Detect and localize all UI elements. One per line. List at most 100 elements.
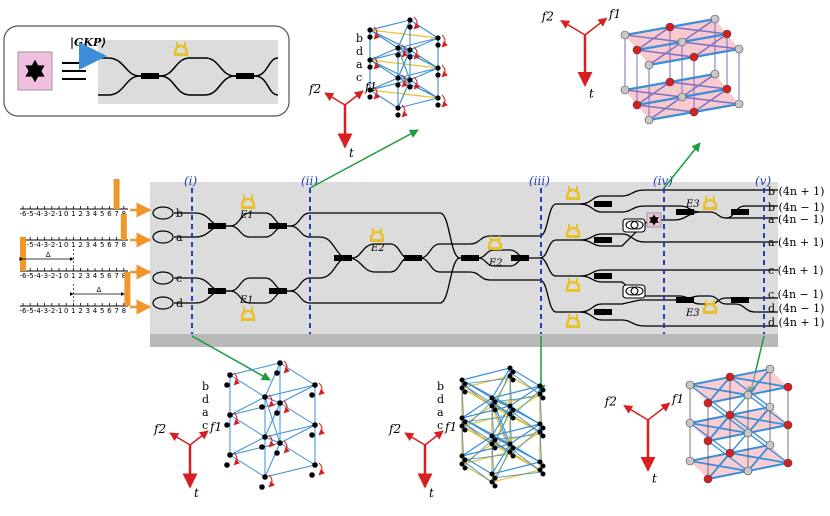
lattice-node: [367, 94, 373, 100]
chip-edge: [150, 333, 778, 347]
f2-axis-label: f2: [541, 10, 554, 24]
input-arrows: [130, 202, 152, 315]
lattice-edge: [461, 459, 495, 485]
lattice-edge: [461, 397, 493, 419]
lattice-node: [685, 456, 695, 466]
timeline-tick-label: 1: [71, 307, 75, 315]
lattice-edge: [409, 79, 439, 99]
lattice-edge: [707, 376, 731, 404]
lattice-node: [632, 100, 642, 110]
lattice-mode-label: b: [437, 380, 444, 393]
lattice-labels-top: b d a c: [356, 32, 363, 84]
lattice-node: [395, 75, 401, 81]
timeline-tick-label: 1: [71, 272, 75, 280]
timeline-tick-label: -1: [56, 241, 63, 249]
timeline-tick-label: 0: [64, 307, 68, 315]
lattice-node: [722, 84, 732, 94]
lattice-edge: [264, 402, 281, 438]
lattice-node: [435, 95, 441, 101]
lattice-stage-iii: [459, 365, 546, 489]
lattice-node: [462, 381, 468, 387]
lattice-node: [540, 395, 546, 401]
timeline-tick-label: 5: [100, 241, 104, 249]
lattice-edge: [624, 80, 671, 92]
stage-lines: [191, 188, 765, 334]
lattice-edge: [707, 394, 749, 404]
lattice-edge: [397, 37, 439, 49]
lattice-node: [312, 462, 318, 468]
lattice-edge: [681, 32, 728, 44]
lattice-edge: [491, 423, 541, 437]
time-shift-arrow: [268, 434, 275, 448]
lattice-edge: [729, 368, 771, 378]
time-shift-arrow: [373, 56, 380, 70]
lattice-node: [395, 82, 401, 88]
lattice-node: [510, 453, 516, 459]
lattice-node: [685, 418, 695, 428]
lattice-node: [312, 422, 318, 428]
lattice-node: [689, 52, 699, 62]
lattice-mode-label: a: [437, 406, 444, 419]
lattice-edge: [461, 375, 511, 389]
timeline-tick-label: 3: [86, 307, 90, 315]
lattice-node: [507, 441, 513, 447]
lattice-edge: [461, 367, 511, 381]
lattice-node: [435, 102, 441, 108]
timeline-tick-label: -2: [48, 210, 55, 218]
pulse-bar: [113, 179, 120, 209]
lattice-edge: [491, 461, 541, 475]
lattice-node: [510, 407, 516, 413]
timeline-tick-label: -4: [34, 241, 42, 249]
time-shift-arrow: [283, 400, 290, 414]
lattice-node: [459, 453, 465, 459]
lattice-node: [274, 410, 280, 416]
lattice-edge: [491, 367, 511, 399]
lattice-node: [510, 369, 516, 375]
lattice-edge: [229, 362, 281, 376]
timeline-tick-label: -3: [41, 272, 48, 280]
t-axis-label: t: [589, 86, 594, 100]
output-labels: b (4n + 1) b (4n − 1) a (4n − 1) a (4n +…: [768, 185, 824, 329]
t-axis-label: t: [349, 146, 354, 160]
lattice-edge: [229, 396, 266, 416]
lattice-node: [537, 459, 543, 465]
gate-e2-right: E2: [488, 258, 503, 269]
f1-axis-label: f1: [209, 420, 222, 434]
time-shift-arrow: [441, 34, 448, 48]
lattice-node: [507, 403, 513, 409]
output-label: d (4n + 1): [768, 316, 824, 329]
timeline-tick-label: 1: [71, 210, 75, 218]
lattice-edge: [369, 29, 399, 49]
lattice-edge: [648, 41, 683, 66]
lattice-node: [510, 445, 516, 451]
lattice-mode-label: c: [437, 419, 443, 432]
time-shift-arrow: [318, 462, 325, 476]
lattice-node: [407, 47, 413, 53]
lattice-node: [395, 52, 401, 58]
lattice-edge: [461, 415, 513, 423]
lattice-node: [725, 410, 735, 420]
time-shift-arrow: [268, 474, 275, 488]
lattice-edge: [397, 97, 439, 109]
lattice-node: [783, 382, 793, 392]
lattice-edge: [747, 424, 789, 434]
lattice-node: [644, 60, 654, 70]
lattice-edge: [707, 470, 749, 480]
timeline-tick-label: -2: [48, 272, 55, 280]
lattice-node: [665, 77, 675, 87]
timeline-tick-label: -6: [20, 272, 28, 280]
lattice-node: [685, 380, 695, 390]
lattice-node: [274, 370, 280, 376]
lattice-mode-label: d: [356, 45, 363, 58]
lattice-mode-label: b: [356, 32, 363, 45]
t-axis-label: t: [429, 486, 434, 500]
lattice-edge: [264, 384, 316, 398]
lattice-edge: [729, 406, 771, 416]
lattice-edge: [509, 385, 541, 407]
timeline-tick-label: 4: [93, 307, 98, 315]
time-shift-arrow: [413, 16, 420, 30]
lattice-edge: [491, 393, 541, 407]
lattice-stage-v: [685, 364, 793, 484]
lattice-node: [507, 449, 513, 455]
timeline-tick-label: 1: [71, 241, 75, 249]
